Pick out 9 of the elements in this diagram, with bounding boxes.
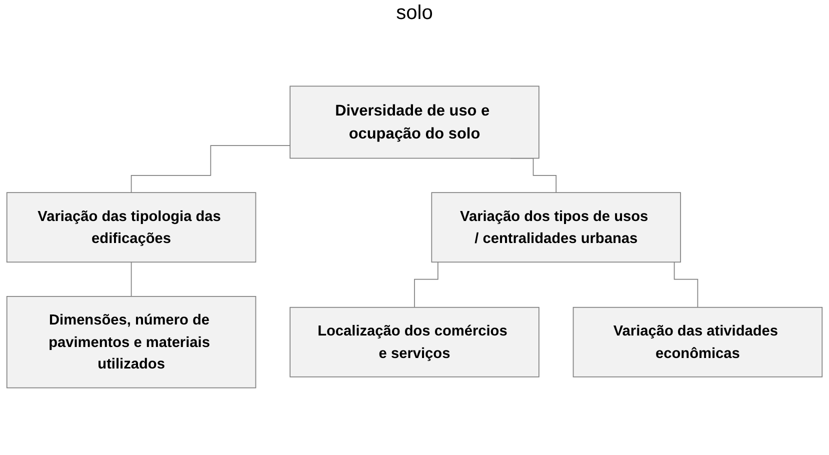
node-box: Localização dos comércios e serviços [290, 306, 540, 378]
node-box: Variação dos tipos de usos / centralidades urbanas [431, 192, 681, 263]
node-box: Variação das atividades econômicas [572, 306, 823, 378]
node-box: Variação das tipologia das edificações [6, 192, 256, 263]
node-box: Diversidade de uso e ocupação do solo [290, 86, 540, 159]
connector [130, 145, 290, 194]
connector [130, 262, 132, 297]
node-box: Dimensões, número de pavimentos e materiais utilizados [6, 296, 256, 388]
diagram-title: solo [395, 2, 434, 25]
